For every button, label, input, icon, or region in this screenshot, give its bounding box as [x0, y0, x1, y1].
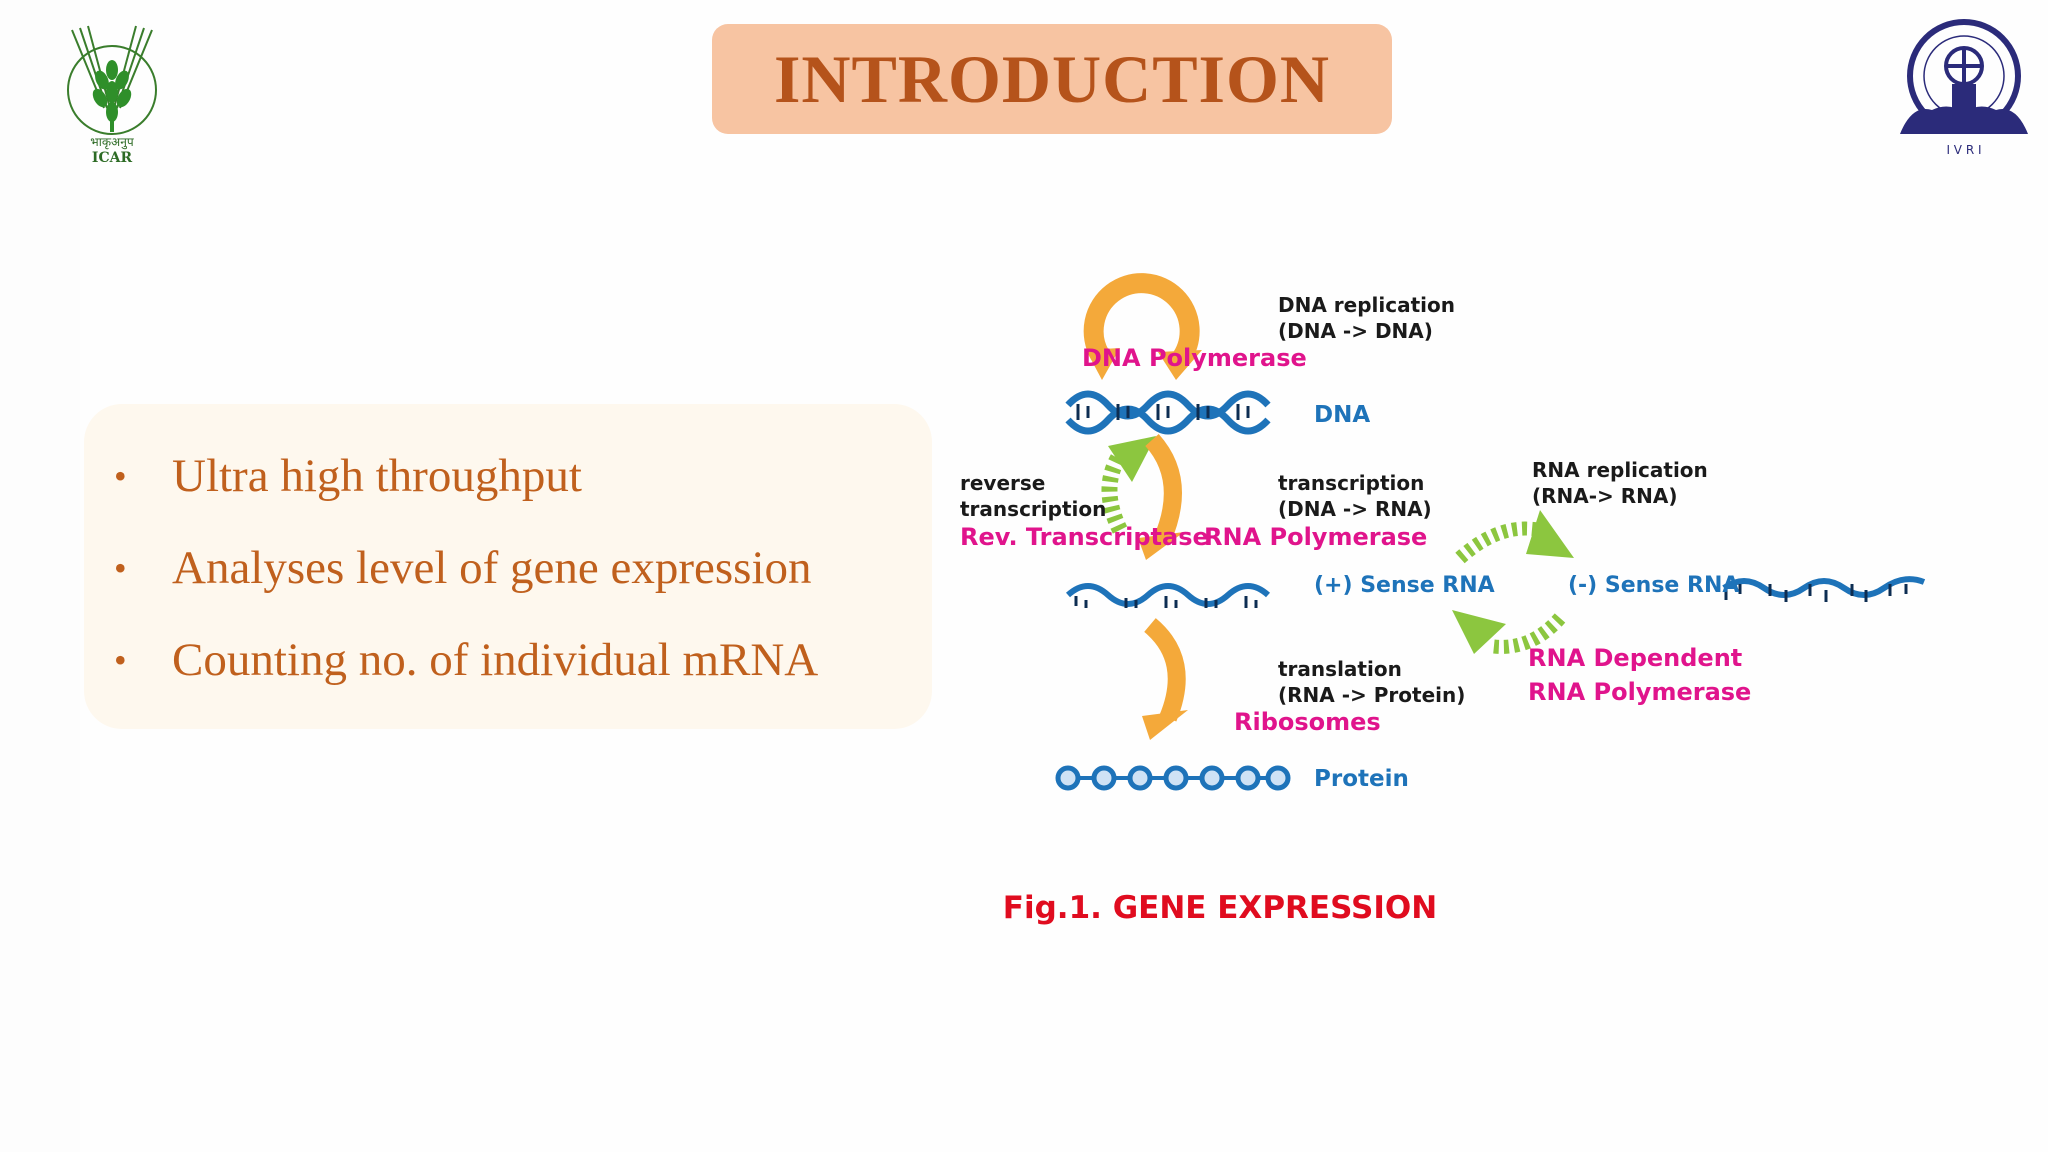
minus-sense-rna-label: (-) Sense RNA — [1568, 573, 1739, 598]
dna-replication-arrow — [1083, 273, 1202, 380]
rev-transcriptase-label: Rev. Transcriptase — [960, 523, 1209, 551]
reverse-transcription-sublabel: transcription — [960, 497, 1106, 521]
protein-chain — [1055, 765, 1291, 791]
bullet-item: • Analyses level of gene expression — [114, 522, 932, 614]
dna-label: DNA — [1314, 402, 1370, 428]
reverse-transcription-arrow — [1101, 436, 1156, 534]
bullet-panel: • Ultra high throughput • Analyses level… — [84, 404, 932, 729]
bullet-dot: • — [114, 456, 127, 496]
protein-label: Protein — [1314, 766, 1409, 792]
page-title: INTRODUCTION — [773, 40, 1331, 117]
rna-replication-arrow-bottom — [1452, 610, 1566, 654]
reverse-transcription-label: reverse — [960, 471, 1045, 495]
bullet-dot: • — [114, 640, 127, 680]
rna-replication-arrow-top — [1455, 510, 1574, 564]
transcription-arrow — [1138, 433, 1184, 560]
ivri-logo-text: I V R I — [1946, 143, 1981, 157]
icar-logo-text: ICAR — [92, 150, 133, 166]
plus-sense-rna-strand — [1065, 583, 1271, 608]
figure-caption: Fig.1. GENE EXPRESSION — [1002, 890, 1438, 926]
bullet-item: • Counting no. of individual mRNA — [114, 614, 932, 706]
bullet-item: • Ultra high throughput — [114, 430, 932, 522]
translation-arrow — [1142, 618, 1188, 740]
gene-expression-diagram: DNA replication (DNA -> DNA) DNA Polymer… — [960, 273, 1926, 792]
icar-logo: भाकृअनुप ICAR — [67, 25, 157, 166]
rna-polymerase-label: RNA Polymerase — [1204, 523, 1427, 551]
dna-replication-sublabel: (DNA -> DNA) — [1278, 319, 1433, 343]
rna-replication-sublabel: (RNA-> RNA) — [1532, 484, 1678, 508]
transcription-sublabel: (DNA -> RNA) — [1278, 497, 1432, 521]
bullet-dot: • — [114, 548, 127, 588]
dna-helix — [1065, 390, 1271, 435]
rdrp-label: RNA Dependent — [1528, 644, 1742, 672]
dna-polymerase-label: DNA Polymerase — [1082, 344, 1307, 372]
bullet-text: Counting no. of individual mRNA — [172, 634, 819, 686]
plus-sense-rna-label: (+) Sense RNA — [1314, 573, 1495, 598]
title-banner: INTRODUCTION — [712, 24, 1392, 134]
bullet-text: Ultra high throughput — [172, 450, 582, 502]
minus-sense-rna-strand — [1722, 576, 1926, 602]
translation-label: translation — [1278, 657, 1402, 681]
transcription-label: transcription — [1278, 471, 1424, 495]
ivri-logo: I V R I — [1900, 19, 2028, 157]
dna-replication-label: DNA replication — [1278, 293, 1455, 317]
rna-replication-label: RNA replication — [1532, 458, 1708, 482]
translation-sublabel: (RNA -> Protein) — [1278, 683, 1465, 707]
bullet-text: Analyses level of gene expression — [172, 542, 812, 594]
bullet-list: • Ultra high throughput • Analyses level… — [84, 404, 932, 706]
rdrp-sublabel: RNA Polymerase — [1528, 678, 1751, 706]
ribosomes-label: Ribosomes — [1234, 708, 1381, 736]
icar-hindi-text: भाकृअनुप — [90, 135, 134, 150]
